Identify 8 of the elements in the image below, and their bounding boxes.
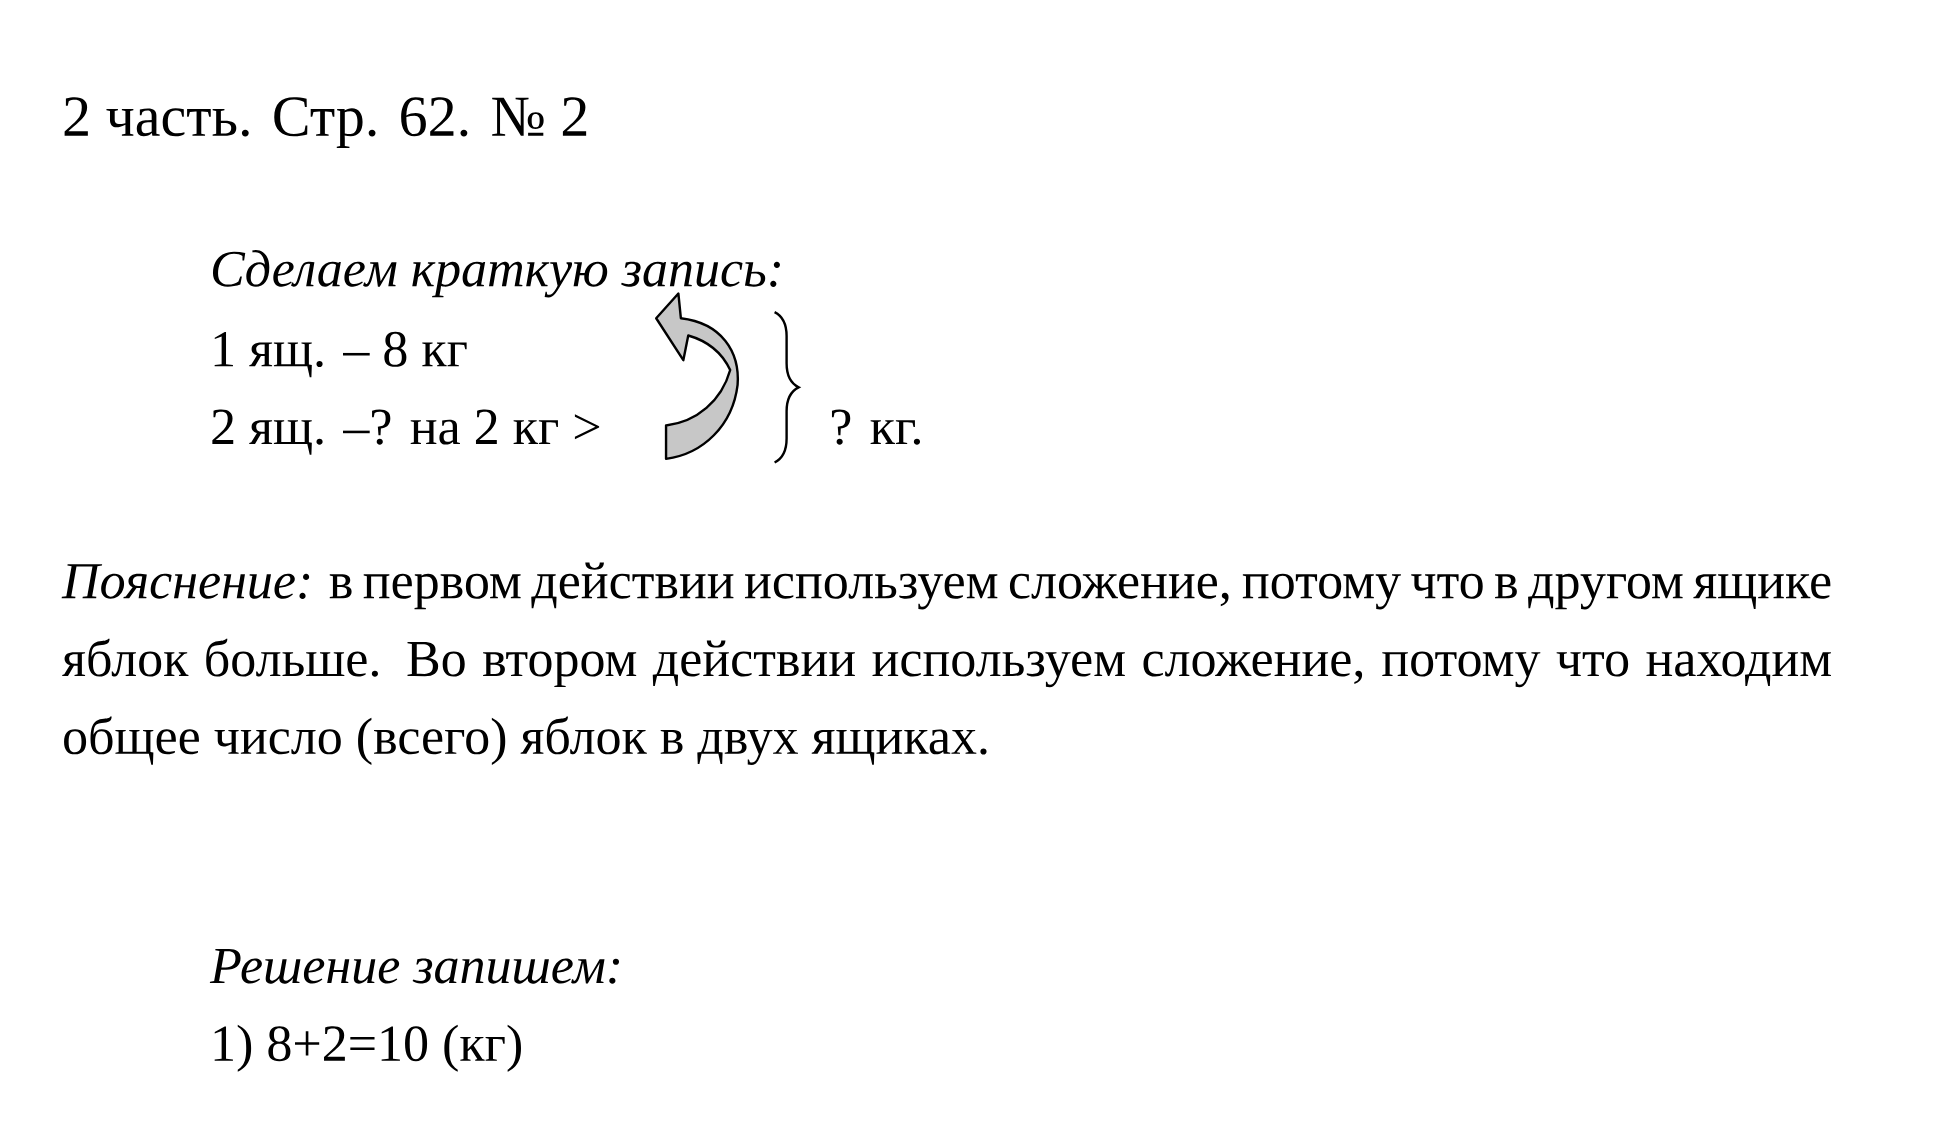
heading: 2 часть. Стр. 62. № 2 [64,97,587,148]
short-note-line: 2 ящ. –? на 2 кг > [212,409,600,455]
note-heading: Сделаем краткую запись: [212,249,780,298]
solution-line: 1) 8+2=10 (кг) [214,1024,521,1072]
explanation-paragraph: Пояснение: в первом действии используем сложение, потому что в другом ящике яблок больше. Во втором действии используем сложение, потому что находим общее число (всего) яблок в двух ящиках. [61,562,1831,765]
solution-heading: Решение запишем: [209,948,619,984]
question-label: ? кг. [831,409,920,445]
short-note-line: 1 ящ. – 8 кг [214,331,467,377]
